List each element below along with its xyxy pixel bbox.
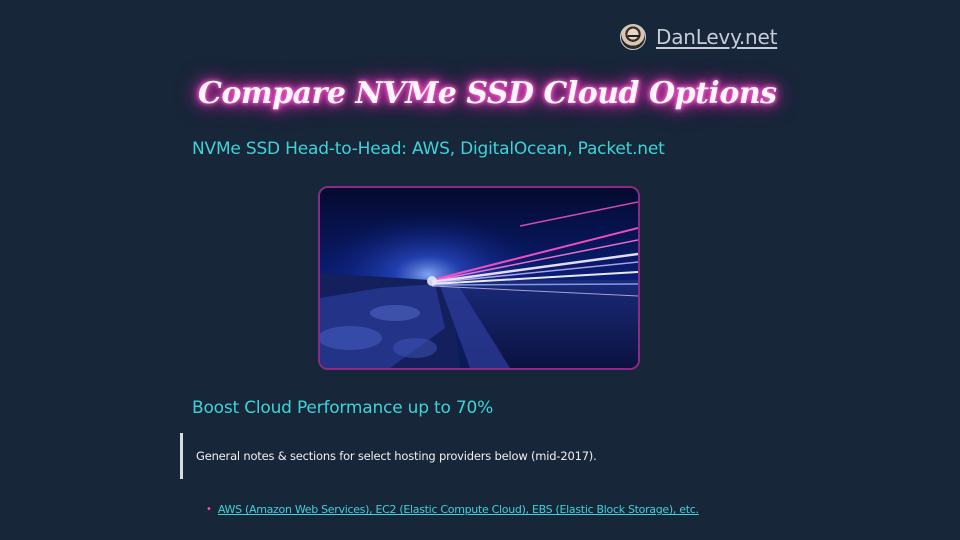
site-brand-link[interactable]: DanLevy.net bbox=[620, 24, 777, 50]
note-blockquote: General notes & sections for select host… bbox=[180, 433, 597, 479]
note-text: General notes & sections for select host… bbox=[196, 449, 597, 463]
site-name: DanLevy.net bbox=[656, 25, 778, 49]
list-item: • AWS (Amazon Web Services), EC2 (Elasti… bbox=[206, 503, 699, 516]
toc-link-aws[interactable]: AWS (Amazon Web Services), EC2 (Elastic … bbox=[217, 503, 699, 516]
table-of-contents: • AWS (Amazon Web Services), EC2 (Elasti… bbox=[206, 503, 699, 516]
bullet-icon: • bbox=[206, 503, 212, 515]
page-subtitle: NVMe SSD Head-to-Head: AWS, DigitalOcean… bbox=[192, 139, 665, 159]
section-heading: Boost Cloud Performance up to 70% bbox=[192, 398, 494, 418]
page-title: Compare NVMe SSD Cloud Options bbox=[198, 76, 777, 111]
hero-image bbox=[318, 186, 640, 370]
author-avatar bbox=[620, 24, 646, 50]
